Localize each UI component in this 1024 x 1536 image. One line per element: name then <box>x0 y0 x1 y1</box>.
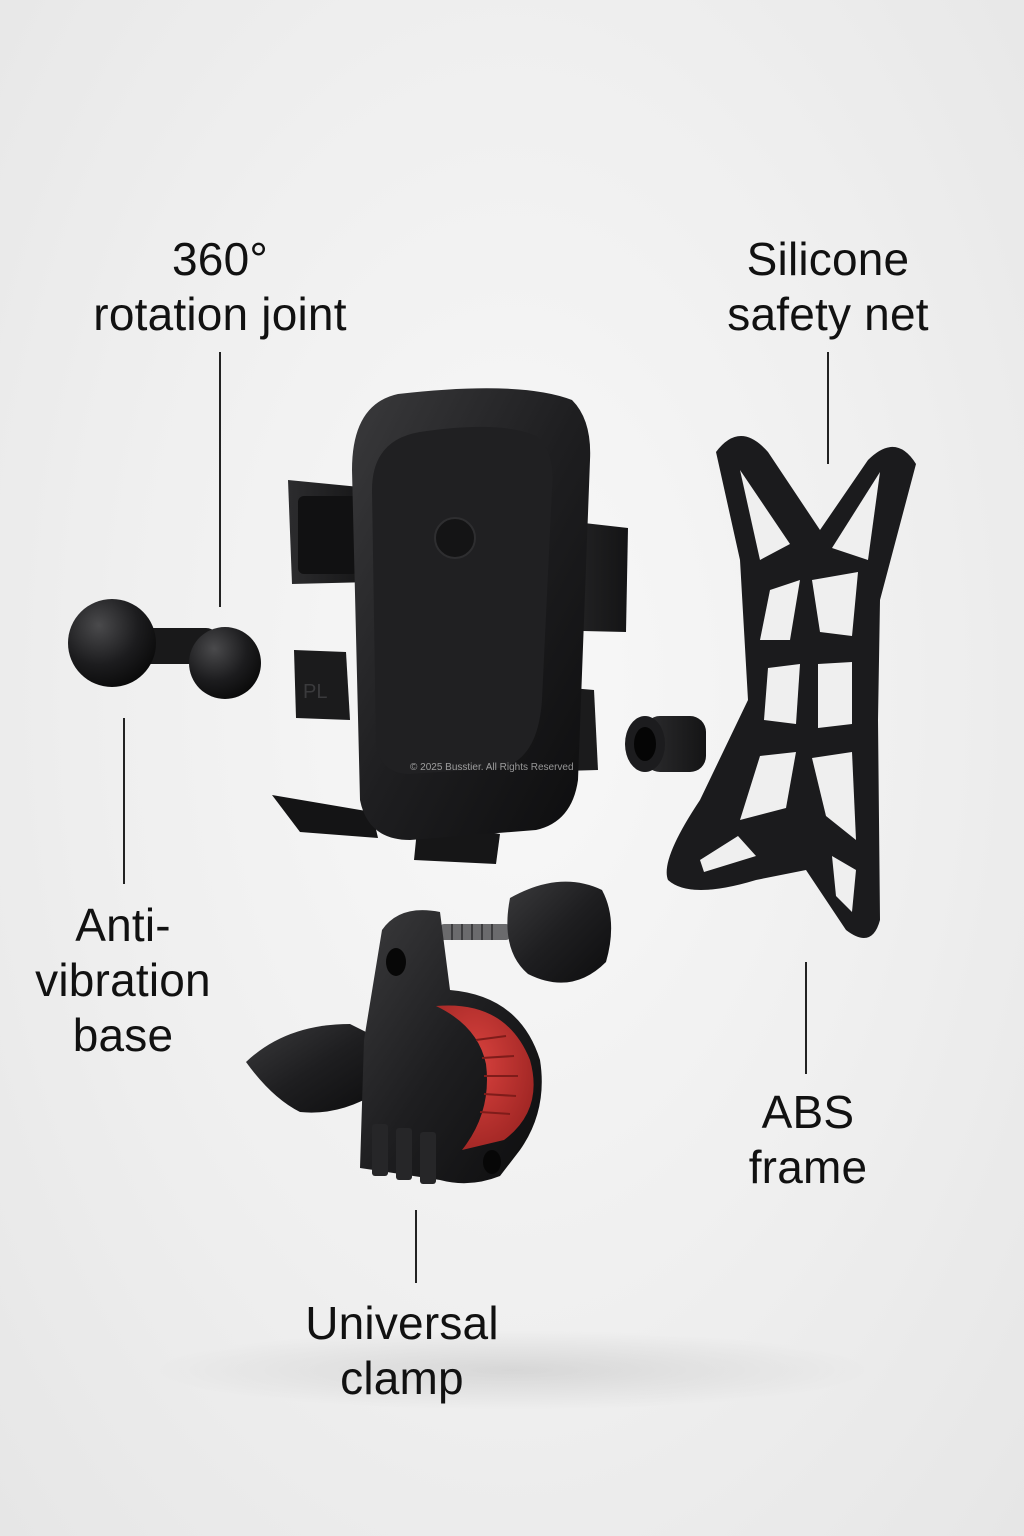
universal-clamp-leader-line <box>415 1210 417 1283</box>
safety-net-label: Silicone safety net <box>698 232 958 342</box>
rotation-joint-label-line2: rotation joint <box>93 288 347 340</box>
rotation-joint-label: 360° rotation joint <box>60 232 380 342</box>
anti-vibration-base-label-line2: vibration <box>35 954 211 1006</box>
anti-vibration-base-leader-line <box>123 718 125 884</box>
abs-frame-leader-line <box>805 962 807 1074</box>
rubber-spacer-part <box>625 716 706 772</box>
safety-net-leader-line <box>827 352 829 464</box>
safety-net-label-line2: safety net <box>727 288 929 340</box>
rotation-joint-label-line1: 360° <box>172 233 268 285</box>
universal-clamp-label-line2: clamp <box>340 1352 464 1404</box>
left-grip-mark: PL <box>303 681 327 703</box>
abs-frame-label-line1: ABS <box>761 1086 855 1138</box>
ball-joint-part <box>68 599 261 699</box>
safety-net-label-line1: Silicone <box>746 233 910 285</box>
universal-clamp-label: Universal clamp <box>272 1296 532 1406</box>
abs-frame-label: ABS frame <box>700 1085 916 1195</box>
anti-vibration-base-label: Anti- vibration base <box>10 898 236 1063</box>
rotation-joint-leader-line <box>219 352 221 607</box>
handlebar-clamp-part <box>246 881 612 1184</box>
universal-clamp-label-line1: Universal <box>305 1297 499 1349</box>
copyright-watermark: © 2025 Busstier. All Rights Reserved <box>410 762 574 773</box>
anti-vibration-base-label-line1: Anti- <box>75 899 171 951</box>
anti-vibration-base-label-line3: base <box>72 1009 174 1061</box>
abs-frame-label-line2: frame <box>748 1141 868 1193</box>
silicone-net-part <box>666 436 916 938</box>
phone-holder-part: PL RB <box>272 388 628 864</box>
